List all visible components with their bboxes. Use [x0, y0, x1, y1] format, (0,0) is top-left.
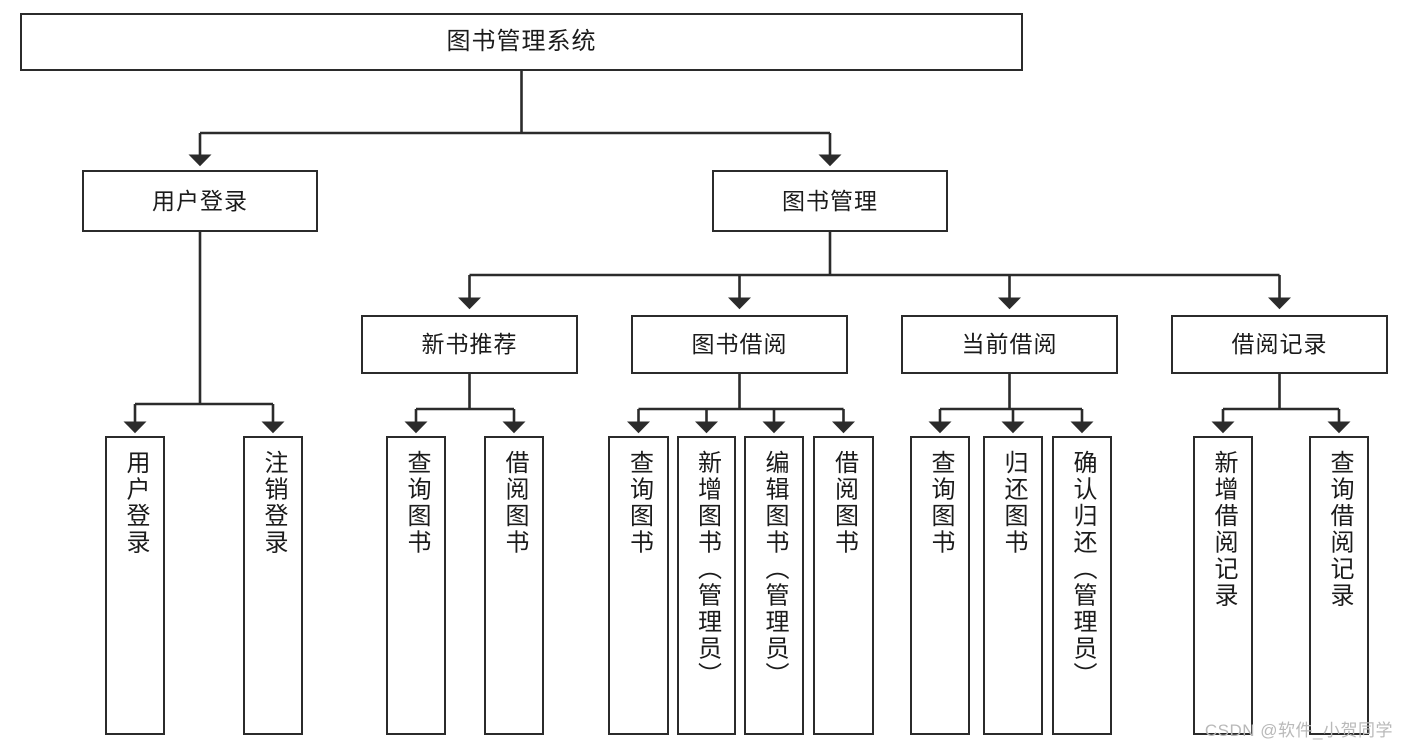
leaf-confirm-return-admin[interactable]: 确认归还（管理员）: [1052, 436, 1112, 735]
node-book-borrow[interactable]: 图书借阅: [631, 315, 848, 374]
leaf-borrow-book-recommend[interactable]: 借阅图书: [484, 436, 544, 735]
leaf-query-book-current[interactable]: 查询图书: [910, 436, 970, 735]
node-user-login[interactable]: 用户登录: [82, 170, 318, 232]
node-borrow-record[interactable]: 借阅记录: [1171, 315, 1388, 374]
node-current-borrow[interactable]: 当前借阅: [901, 315, 1118, 374]
node-label: 用户登录: [121, 450, 149, 556]
node-label: 借阅图书: [500, 450, 528, 556]
node-label: 图书管理: [782, 187, 878, 214]
node-label: 图书管理系统: [446, 28, 597, 56]
node-new-book-recommend[interactable]: 新书推荐: [361, 315, 578, 374]
watermark-text: CSDN @软件_小贺同学: [1204, 721, 1393, 740]
node-label: 借阅记录: [1231, 331, 1328, 358]
leaf-return-book[interactable]: 归还图书: [983, 436, 1043, 735]
node-label: 图书借阅: [691, 331, 788, 358]
leaf-add-book-admin[interactable]: 新增图书（管理员）: [677, 436, 736, 735]
node-label: 当前借阅: [961, 331, 1058, 358]
leaf-query-book-borrow[interactable]: 查询图书: [608, 436, 669, 735]
node-label: 查询图书: [625, 450, 653, 556]
node-root-system[interactable]: 图书管理系统: [20, 13, 1023, 71]
node-label: 新增借阅记录: [1209, 450, 1237, 609]
leaf-query-borrow-record[interactable]: 查询借阅记录: [1309, 436, 1369, 735]
node-book-manage[interactable]: 图书管理: [712, 170, 948, 232]
leaf-user-login[interactable]: 用户登录: [105, 436, 165, 735]
node-label: 编辑图书（管理员）: [760, 450, 788, 689]
leaf-edit-book-admin[interactable]: 编辑图书（管理员）: [744, 436, 804, 735]
node-label: 确认归还（管理员）: [1068, 450, 1096, 689]
leaf-user-logout[interactable]: 注销登录: [243, 436, 303, 735]
leaf-borrow-book[interactable]: 借阅图书: [813, 436, 874, 735]
node-label: 查询图书: [926, 450, 954, 556]
leaf-query-book-recommend[interactable]: 查询图书: [386, 436, 446, 735]
leaf-add-borrow-record[interactable]: 新增借阅记录: [1193, 436, 1253, 735]
node-label: 查询借阅记录: [1325, 450, 1353, 609]
node-label: 用户登录: [152, 187, 248, 214]
node-label: 新增图书（管理员）: [693, 450, 721, 689]
node-label: 查询图书: [402, 450, 430, 556]
node-label: 注销登录: [259, 450, 287, 556]
node-label: 新书推荐: [421, 331, 518, 358]
node-label: 归还图书: [999, 450, 1027, 556]
node-label: 借阅图书: [830, 450, 858, 556]
